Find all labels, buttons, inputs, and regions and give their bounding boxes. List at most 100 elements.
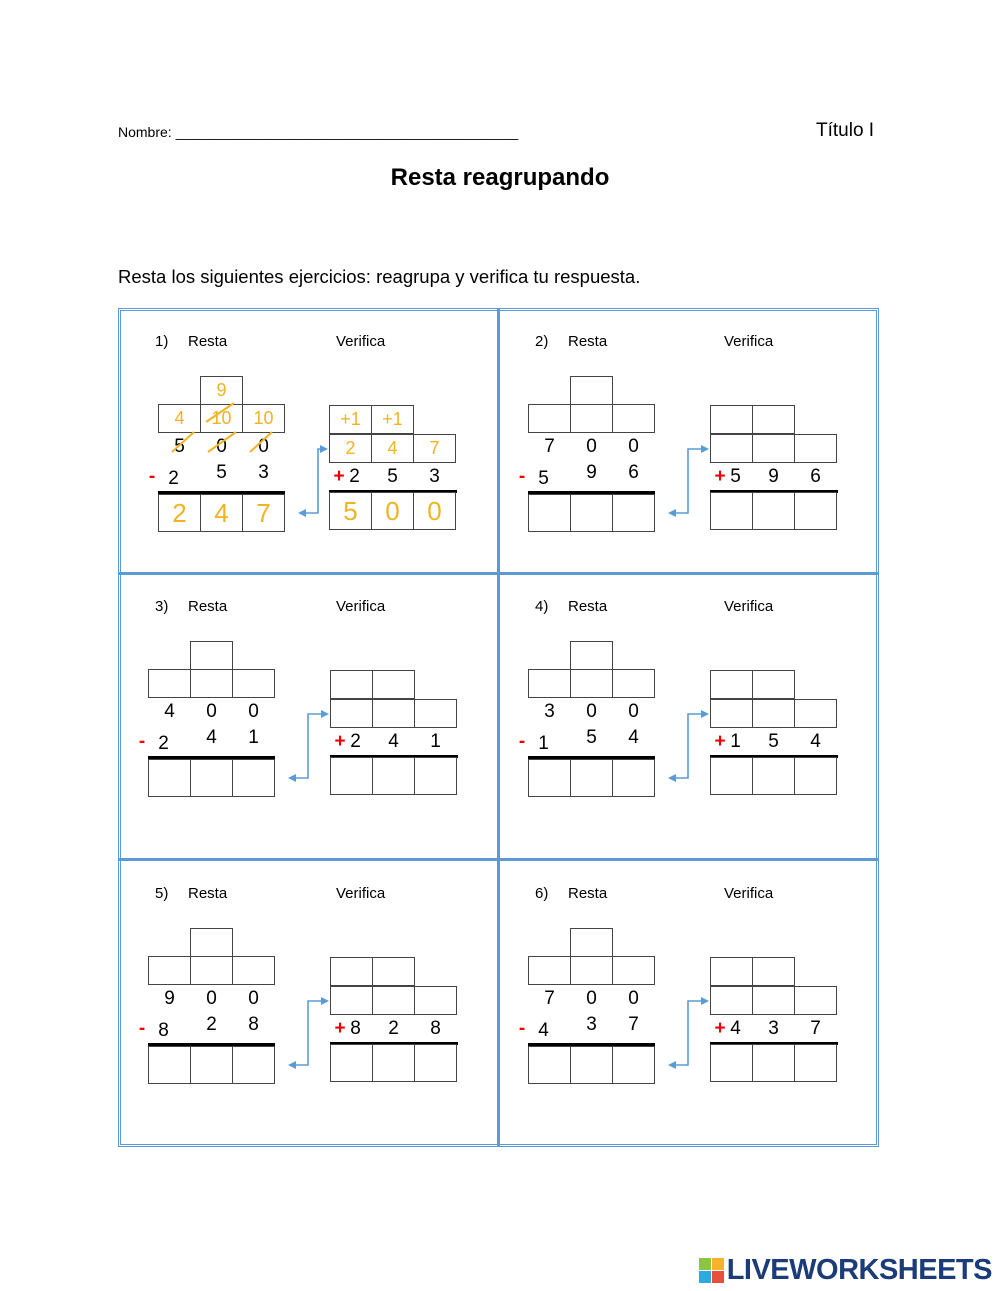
sum-line: [148, 756, 275, 759]
check-row-box[interactable]: [794, 434, 837, 463]
regroup-box[interactable]: [612, 669, 655, 698]
addend-digit: 8: [350, 1018, 361, 1039]
resta-label: Resta: [568, 333, 608, 350]
regroup-box[interactable]: [612, 956, 655, 985]
carry-box[interactable]: [752, 405, 795, 434]
check-row-box[interactable]: 7: [413, 434, 456, 463]
liveworksheets-logo: LIVEWORKSHEETS: [698, 1254, 993, 1287]
sum-line: [158, 491, 285, 494]
addend-digit: 7: [810, 1018, 821, 1039]
check-row-box[interactable]: [414, 986, 457, 1015]
double-arrow-icon: [668, 445, 709, 517]
minuend-digit: 7: [544, 436, 555, 457]
exercise-number: 1): [155, 333, 169, 350]
addend-digit: 1: [430, 731, 441, 752]
verifica-label: Verifica: [336, 885, 386, 902]
minuend-digit: 0: [628, 436, 639, 457]
check-row-box[interactable]: [794, 699, 837, 728]
answer-box[interactable]: 7: [242, 494, 285, 532]
resta-label: Resta: [568, 885, 608, 902]
addend-digit: 3: [768, 1018, 779, 1039]
grid-divider: [497, 308, 500, 1147]
check-answer-box[interactable]: [414, 1044, 457, 1082]
sum-line: [330, 1042, 458, 1045]
addend-digit: 8: [430, 1018, 441, 1039]
minuend-digit: 0: [206, 701, 217, 722]
verifica-label: Verifica: [336, 598, 386, 615]
minuend-digit: 0: [628, 701, 639, 722]
check-answer-box[interactable]: [794, 492, 837, 530]
carry-box[interactable]: [752, 957, 795, 986]
subtrahend-digit: 4: [538, 1020, 549, 1041]
double-arrow-icon: [668, 710, 709, 782]
addend-digit: 5: [387, 466, 398, 487]
sum-line: [710, 755, 838, 758]
verifica-label: Verifica: [724, 333, 774, 350]
verifica-label: Verifica: [724, 598, 774, 615]
minuend-digit: 0: [248, 988, 259, 1009]
minuend-digit: 0: [248, 701, 259, 722]
carry-box[interactable]: +1: [371, 405, 414, 434]
cross-out-mark: [249, 431, 273, 453]
subtrahend-digit: 5: [538, 468, 549, 489]
answer-box[interactable]: [612, 494, 655, 532]
carry-box[interactable]: [372, 670, 415, 699]
carry-box[interactable]: [752, 670, 795, 699]
subtrahend-digit: 1: [248, 727, 259, 748]
minus-sign: -: [138, 1018, 146, 1039]
addend-digit: 2: [388, 1018, 399, 1039]
plus-sign: +: [333, 466, 345, 487]
subtrahend-digit: 1: [538, 733, 549, 754]
title-one-label: Título I: [816, 120, 875, 141]
addend-digit: 3: [429, 466, 440, 487]
sum-line: [330, 755, 458, 758]
carry-box[interactable]: [372, 957, 415, 986]
sum-line: [528, 756, 655, 759]
subtrahend-digit: 3: [258, 462, 269, 483]
answer-box[interactable]: [232, 759, 275, 797]
addend-digit: 2: [349, 466, 360, 487]
subtrahend-digit: 8: [248, 1014, 259, 1035]
verifica-label: Verifica: [724, 885, 774, 902]
regroup-box[interactable]: 10: [242, 404, 285, 433]
addend-digit: 4: [730, 1018, 741, 1039]
addend-digit: 5: [730, 466, 741, 487]
exercise-1: 1)RestaVerifica941010500-253247+1+1247+2…: [118, 308, 498, 593]
answer-box[interactable]: [232, 1046, 275, 1084]
subtrahend-digit: 2: [206, 1014, 217, 1035]
check-row-box[interactable]: [794, 986, 837, 1015]
minuend-digit: 4: [164, 701, 175, 722]
exercise-number: 6): [535, 885, 549, 902]
check-answer-box[interactable]: [414, 757, 457, 795]
minuend-digit: 9: [164, 988, 175, 1009]
check-answer-box[interactable]: 0: [413, 492, 456, 530]
minuend-digit: 0: [586, 436, 597, 457]
cross-out-mark: [207, 431, 237, 453]
minus-sign: -: [518, 731, 526, 752]
check-answer-box[interactable]: [794, 757, 837, 795]
sum-line: [710, 1042, 838, 1045]
subtrahend-digit: 8: [158, 1020, 169, 1041]
addend-digit: 9: [768, 466, 779, 487]
check-answer-box[interactable]: [794, 1044, 837, 1082]
answer-box[interactable]: [612, 759, 655, 797]
minus-sign: -: [518, 1018, 526, 1039]
resta-label: Resta: [188, 885, 228, 902]
check-row-box[interactable]: [414, 699, 457, 728]
grid-divider: [118, 572, 879, 575]
resta-label: Resta: [568, 598, 608, 615]
exercise-number: 3): [155, 598, 169, 615]
minuend-digit: 0: [258, 436, 269, 457]
logo-badge-icon: [698, 1258, 724, 1283]
resta-label: Resta: [188, 333, 228, 350]
addend-digit: 6: [810, 466, 821, 487]
addend-digit: 1: [730, 731, 741, 752]
name-field-label[interactable]: Nombre: ________________________________…: [118, 124, 519, 140]
regroup-box[interactable]: [612, 404, 655, 433]
regroup-box[interactable]: [232, 669, 275, 698]
exercise-number: 2): [535, 333, 549, 350]
regroup-box[interactable]: [232, 956, 275, 985]
answer-box[interactable]: [612, 1046, 655, 1084]
